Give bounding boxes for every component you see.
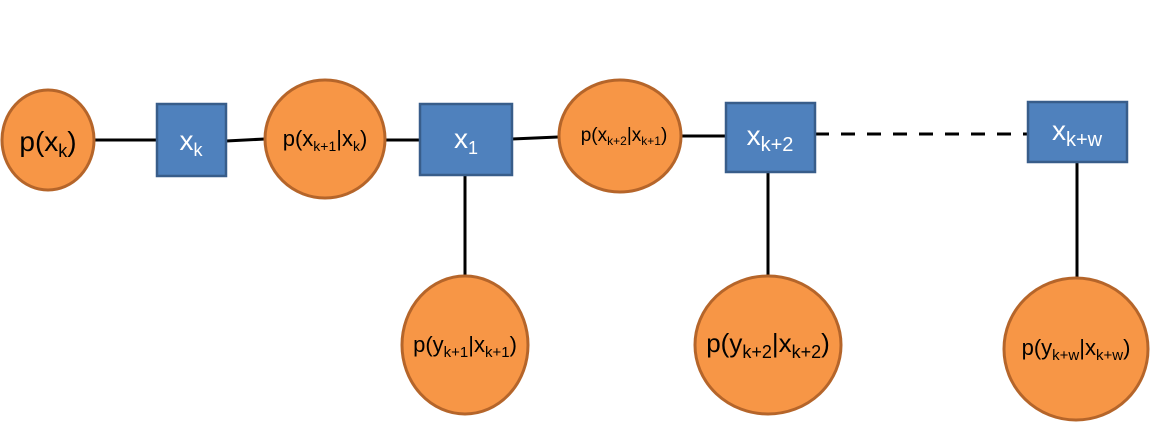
- edges: [95, 132, 1079, 278]
- label-pre: p(: [283, 126, 303, 151]
- variable-box: [724, 101, 817, 174]
- variable-label: x1: [454, 123, 478, 158]
- label-pre: p(: [1022, 335, 1042, 360]
- factor-node-transition-2: p(xk+2|xk+1): [557, 78, 683, 194]
- label-pre: p(: [706, 328, 729, 358]
- label-base: y: [1041, 335, 1052, 360]
- factor-label: p(xk+2|xk+1): [581, 125, 668, 148]
- label-sub: k+2: [742, 342, 772, 362]
- label-post: ): [821, 328, 830, 358]
- factor-label: p(yk+1|xk+1): [413, 332, 517, 361]
- label-post: ): [510, 332, 517, 357]
- edge-xk-trans1: [225, 137, 266, 143]
- label-mid: |x: [336, 126, 353, 151]
- variable-box: [418, 102, 514, 177]
- label-base: x: [180, 125, 194, 156]
- label-pre: p(: [19, 126, 45, 157]
- factor-label: p(xk): [19, 126, 76, 161]
- variable-box: [1026, 100, 1129, 164]
- label-base: x: [598, 125, 608, 146]
- factor-label: p(xk+1|xk): [283, 126, 368, 154]
- label-base: y: [433, 332, 444, 357]
- variable-label: xk+w: [1052, 115, 1103, 151]
- label-post: ): [1123, 335, 1130, 360]
- label-base: x: [44, 126, 58, 157]
- label-sub2: k+2: [792, 342, 822, 362]
- label-post: ): [67, 126, 76, 157]
- label-mid: |x: [627, 125, 642, 146]
- factor-circle: [0, 88, 96, 192]
- variable-node-xk2: xk+2: [724, 101, 817, 174]
- factor-circle: [557, 78, 683, 194]
- label-sub: k+w: [1052, 347, 1079, 364]
- label-post: ): [661, 125, 667, 146]
- label-sub: k: [58, 141, 68, 161]
- label-mid: |x: [468, 332, 485, 357]
- label-sub: k+w: [1066, 129, 1103, 151]
- factor-label: p(yk+2|xk+2): [706, 328, 830, 362]
- factor-node-observation-2: p(yk+2|xk+2): [693, 274, 843, 416]
- label-sub: k: [194, 140, 204, 160]
- label-sub2: k+1: [485, 344, 510, 361]
- factor-circle: [693, 274, 843, 416]
- label-sub2: k: [353, 138, 361, 154]
- label-sub2: k+w: [1096, 347, 1123, 364]
- factor-node-observation-w: p(yk+w|xk+w): [1002, 276, 1150, 422]
- label-base: x: [747, 120, 761, 151]
- label-sub2: k+1: [641, 134, 661, 148]
- label-base: x: [454, 123, 468, 154]
- factor-circle: [1002, 276, 1150, 422]
- factor-label: p(yk+w|xk+w): [1022, 335, 1131, 364]
- variable-box: [155, 102, 228, 178]
- factor-circle: [263, 78, 387, 200]
- variable-node-xk: xk: [155, 102, 228, 178]
- variable-node-xkw: xk+w: [1026, 100, 1129, 164]
- variable-node-x1: x1: [418, 102, 514, 177]
- label-mid: |x: [772, 328, 792, 358]
- factor-node-observation-1: p(yk+1|xk+1): [400, 274, 530, 416]
- variable-label: xk: [180, 125, 204, 160]
- factor-node-transition-1: p(xk+1|xk): [263, 78, 387, 200]
- label-sub: k+1: [444, 344, 469, 361]
- label-sub: k+2: [607, 134, 627, 148]
- label-sub: k+2: [761, 134, 794, 156]
- label-pre: p(: [581, 125, 599, 146]
- label-base: y: [729, 328, 742, 358]
- variable-label: xk+2: [747, 120, 794, 156]
- label-base: x: [1052, 115, 1066, 146]
- edge-x1-trans2: [511, 135, 559, 141]
- factor-circle: [400, 274, 530, 416]
- label-base: x: [302, 126, 313, 151]
- label-sub: k+1: [313, 138, 336, 154]
- label-pre: p(: [413, 332, 433, 357]
- label-post: ): [360, 126, 367, 151]
- label-sub: 1: [468, 138, 478, 158]
- factor-node-prior: p(xk): [0, 88, 96, 192]
- label-mid: |x: [1079, 335, 1096, 360]
